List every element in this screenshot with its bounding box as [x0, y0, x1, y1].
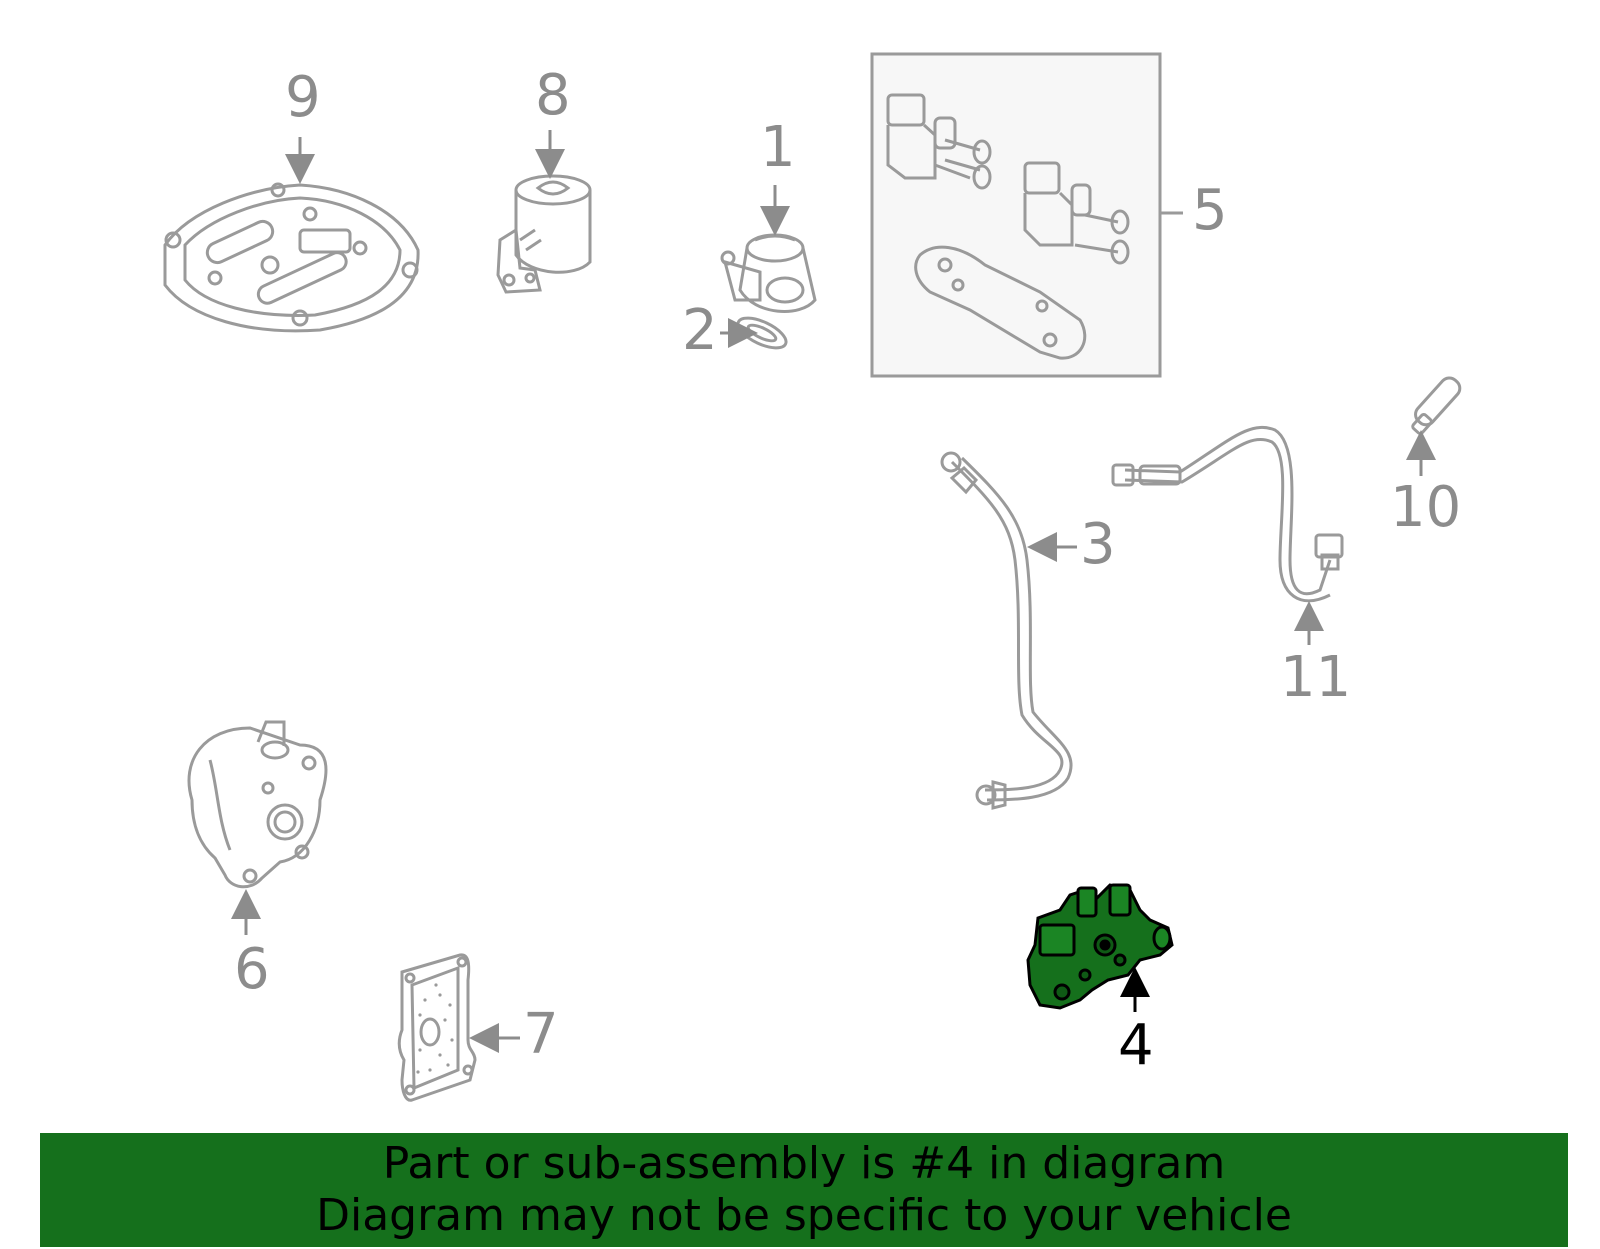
callout-3: 3: [1080, 512, 1116, 577]
callout-9: 9: [285, 65, 321, 130]
callout-11: 11: [1280, 645, 1352, 710]
part-7-filter-dots: [416, 983, 454, 1074]
callout-6: 6: [234, 937, 270, 1002]
part-4-valve-assembly: [1026, 883, 1174, 1010]
callout-7: 7: [523, 1002, 559, 1067]
part-11-sensor: [1111, 425, 1344, 603]
info-banner: Part or sub-assembly is #4 in diagram Di…: [40, 1133, 1568, 1247]
banner-line-1: Part or sub-assembly is #4 in diagram: [382, 1138, 1226, 1189]
callout-2: 2: [682, 298, 718, 363]
part-1-valve: [720, 233, 817, 313]
callout-5: 5: [1192, 178, 1228, 243]
banner-line-2: Diagram may not be specific to your vehi…: [316, 1190, 1292, 1241]
callout-10: 10: [1390, 475, 1462, 540]
part-9-mount-plate: [163, 182, 420, 333]
part-6-pump: [187, 720, 328, 889]
part-7-filter: [397, 953, 477, 1102]
leader-lines: [231, 130, 1436, 1053]
part-8-cap: [496, 174, 592, 294]
callout-4-highlighted: 4: [1118, 1013, 1154, 1078]
part-5-kit: [870, 52, 1183, 378]
part-10-plug: [1411, 376, 1462, 435]
callout-1: 1: [760, 115, 796, 180]
part-3-tube: [940, 451, 1073, 810]
callout-8: 8: [535, 63, 571, 128]
